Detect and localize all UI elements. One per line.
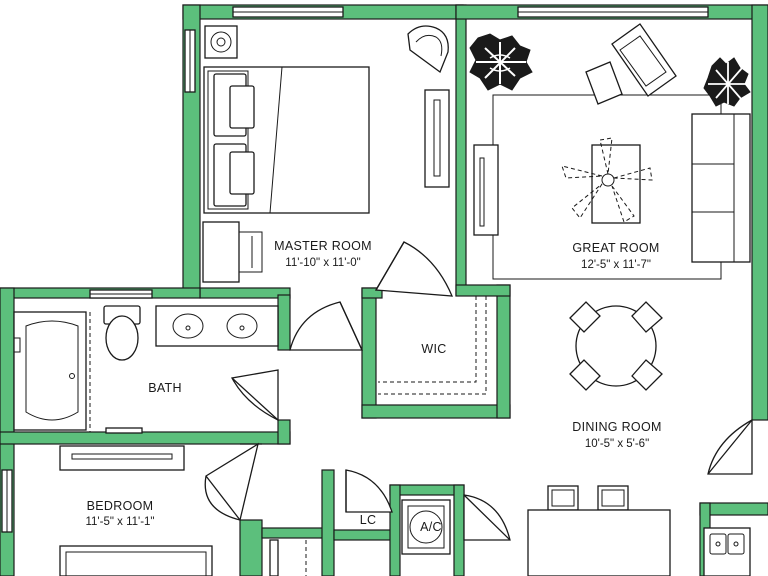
room-dims-master: 11'-10" x 11'-0" [285, 257, 360, 269]
wall [361, 287, 383, 299]
door-swing-icon [230, 369, 279, 422]
wall [277, 419, 291, 445]
door-swing-icon [345, 469, 393, 513]
console-icon [473, 144, 499, 236]
door-swing-icon [269, 539, 307, 576]
utility-closets [345, 469, 511, 555]
dining-table-icon [569, 301, 663, 391]
wall [361, 404, 511, 419]
room-dims-bedroom: 11'-5" x 11'-1" [85, 516, 154, 528]
room-dims-great: 12'-5" x 11'-7" [581, 259, 651, 271]
sofa-icon [691, 113, 751, 263]
room-name-wic: WIC [421, 342, 446, 356]
door-swing-icon [707, 418, 753, 475]
ceiling-fan-icon [561, 137, 653, 223]
great-room-furniture [469, 23, 751, 280]
wall [389, 484, 465, 496]
bedroom-furniture [59, 442, 307, 576]
bed-icon [59, 545, 213, 576]
ac-unit-icon [401, 499, 451, 555]
dresser-icon [59, 445, 185, 471]
room-name-bath: BATH [148, 381, 182, 395]
armchair-icon [407, 25, 449, 74]
door-swing-icon [374, 241, 454, 297]
wall [199, 287, 291, 299]
sink-icon [703, 527, 751, 576]
door-swing-icon [204, 442, 262, 521]
plant-icon [703, 57, 751, 107]
wic-furniture [289, 296, 487, 395]
room-labels: MASTER ROOM 11'-10" x 11'-0" GREAT ROOM … [85, 239, 661, 534]
bath-furniture [13, 305, 279, 434]
towel-bar [105, 427, 143, 434]
wall [455, 4, 467, 296]
room-dims-dining: 10'-5" x 5'-6" [585, 438, 649, 450]
wall [751, 4, 768, 421]
armchair-icon [585, 23, 677, 105]
master-furniture [202, 25, 454, 297]
bathtub-icon [13, 311, 91, 432]
coffee-table-icon [561, 137, 653, 224]
toilet-icon [103, 305, 141, 361]
wall [0, 431, 291, 445]
wall [453, 484, 465, 576]
wall [361, 287, 377, 419]
sink-icon [155, 305, 279, 347]
washer-icon [204, 25, 238, 59]
wall [321, 469, 335, 576]
wall [239, 519, 263, 576]
windows [1, 6, 709, 533]
wall [277, 294, 291, 351]
door-swing-icon [289, 301, 364, 351]
bar-counter-icon [527, 485, 671, 576]
room-name-master: MASTER ROOM [274, 239, 372, 253]
door-swing-icon [463, 494, 511, 541]
wall [496, 284, 511, 419]
room-name-dining: DINING ROOM [572, 420, 661, 434]
room-name-great: GREAT ROOM [572, 241, 659, 255]
desk-icon [202, 221, 263, 283]
wall [455, 284, 511, 297]
room-name-bedroom: BEDROOM [87, 499, 154, 513]
dresser-icon [424, 89, 450, 188]
room-name-lc: LC [360, 513, 377, 527]
room-name-ac: A/C [420, 520, 442, 534]
bed-icon [203, 66, 370, 214]
wall [389, 484, 401, 576]
wall [333, 529, 395, 541]
plant-icon [469, 33, 533, 91]
dining-furniture [527, 301, 753, 576]
